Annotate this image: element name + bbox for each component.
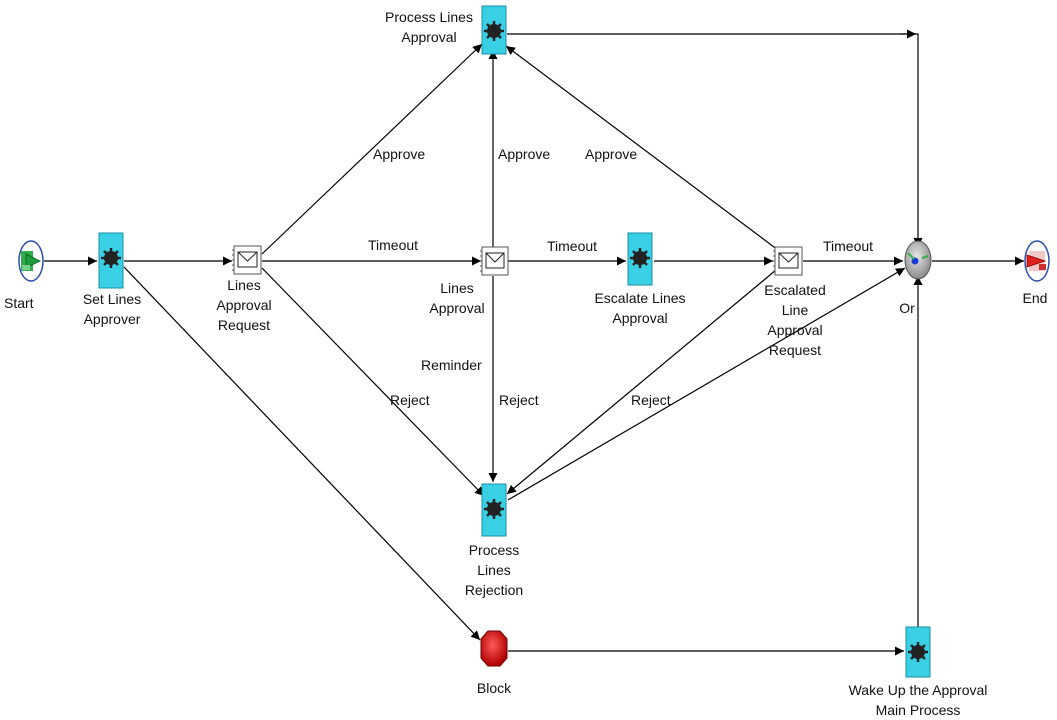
edge-request-approve: [261, 43, 483, 255]
edge-label-approve-lines-approval: Approve: [498, 146, 551, 162]
edge-label-reject-escalated: Reject: [631, 392, 671, 408]
block-stop-icon: [480, 630, 508, 667]
edge-escalated-reject: [506, 269, 777, 495]
edge-set-approver-to-block: [123, 266, 481, 641]
edge-label-approve-escalated: Approve: [585, 146, 638, 162]
lines-approval-envelope-icon: [480, 246, 509, 276]
wake-up-label: Wake Up the Approval Main Process: [848, 682, 988, 718]
wake-up-gear-icon: [905, 626, 931, 678]
or-label: Or: [899, 300, 915, 316]
lines-approval-request-envelope-icon: [232, 245, 262, 275]
set-lines-approver-gear-icon: [98, 232, 124, 289]
edge-label-reminder: Reminder: [421, 357, 482, 373]
escalate-lines-approval-label: Escalate Lines Approval: [594, 290, 686, 326]
lines-approval-request-label: Lines Approval Request: [216, 277, 272, 333]
block-label: Block: [476, 680, 512, 696]
start-label: Start: [4, 295, 34, 311]
edge-label-reject-request: Reject: [390, 392, 430, 408]
edge-rejection-to-or: [507, 267, 906, 501]
process-lines-approval-label: Process Lines Approval: [385, 9, 473, 45]
start-icon: [18, 240, 44, 282]
process-lines-approval-gear-icon: [481, 5, 507, 55]
edges: [44, 29, 1024, 656]
escalate-lines-approval-gear-icon: [627, 232, 653, 286]
edge-label-reject-lines-approval: Reject: [499, 392, 539, 408]
set-lines-approver-label: Set Lines Approver: [82, 291, 142, 327]
edge-label-timeout-lines-approval: Timeout: [547, 238, 598, 254]
process-lines-rejection-gear-icon: [481, 483, 507, 537]
end-label: End: [1022, 290, 1048, 306]
edge-process-approval-to-or: [507, 33, 923, 247]
edge-label-timeout-escalated: Timeout: [823, 238, 874, 254]
lines-approval-label: Lines Approval: [429, 280, 485, 316]
edge-escalated-approve: [505, 45, 779, 251]
process-lines-rejection-label: Process Lines Rejection: [464, 542, 524, 598]
end-icon: [1024, 240, 1050, 282]
edge-label-approve-request: Approve: [373, 146, 426, 162]
escalated-line-approval-request-label: Escalated Line Approval Request: [764, 282, 826, 358]
edge-request-reject: [261, 267, 485, 497]
edge-label-timeout-request: Timeout: [368, 237, 419, 253]
or-icon: [904, 240, 932, 280]
escalated-line-approval-request-envelope-icon: [773, 246, 803, 276]
